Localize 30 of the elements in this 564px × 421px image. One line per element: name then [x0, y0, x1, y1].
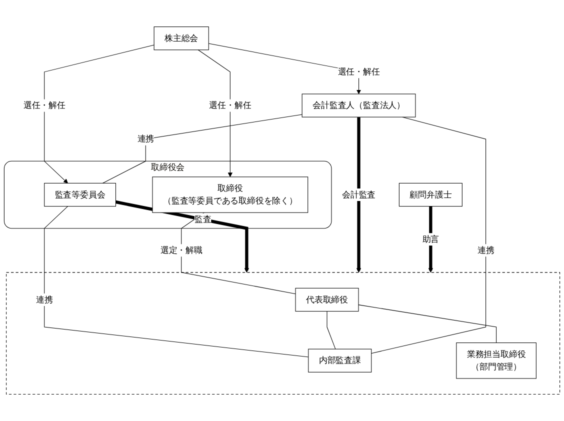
arrow	[198, 50, 232, 178]
edge-label: 選任・解任	[338, 66, 380, 77]
node-box: 顧問弁護士	[398, 182, 462, 207]
arrow	[44, 44, 154, 184]
edge-label: 監査	[194, 214, 212, 224]
node-box: 会計監査人（監査法人）	[302, 94, 416, 118]
arrow	[115, 200, 249, 273]
edge-label: 選定・解職	[160, 245, 202, 256]
cluster	[6, 272, 560, 394]
connector	[102, 114, 302, 184]
node-box: 内部監査課	[308, 348, 372, 372]
connector	[371, 116, 486, 354]
node-box: 取締役 （監査等委員である取締役を除く）	[152, 176, 308, 213]
node-box: 代表取締役	[295, 288, 359, 312]
edge-label: 連携	[137, 134, 154, 144]
connector	[326, 311, 336, 350]
connector	[358, 304, 497, 344]
edge-label: 選任・解任	[23, 100, 66, 110]
edge-label: 選任・解任	[209, 100, 252, 110]
connector	[44, 206, 309, 358]
edge-label: 連携	[477, 245, 494, 256]
node-box: 株主総会	[154, 26, 209, 50]
edge-label: 助言	[422, 234, 440, 244]
arrow	[356, 117, 362, 273]
connector	[181, 212, 296, 294]
edge-label: 連携	[36, 294, 53, 304]
node-box: 監査等委員会	[44, 182, 116, 207]
arrow	[428, 206, 433, 273]
node-box: 業務担当取締役 （部門管理）	[456, 342, 536, 379]
edge-label: 会計監査	[342, 190, 376, 200]
